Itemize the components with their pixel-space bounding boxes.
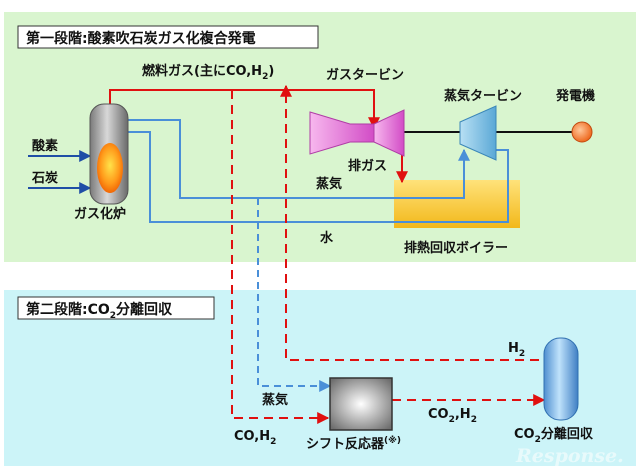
water-label: 水: [320, 230, 334, 246]
coh2-line: [231, 90, 330, 424]
gas-turbine-exit: [373, 109, 405, 157]
stage1-title: 第一段階:酸素吹石炭ガス化複合発電: [26, 30, 256, 47]
h2-return-line: [280, 84, 554, 361]
steam-line: [116, 119, 470, 199]
hrsg-label: 排熱回収ボイラー: [404, 240, 508, 256]
water-line: [124, 131, 509, 223]
generator-icon: [571, 121, 593, 143]
steam-turbine-label: 蒸気タービン: [444, 88, 522, 104]
coh2-label: CO,H2: [234, 429, 276, 447]
hrsg-box: [394, 180, 520, 228]
steam-to-shift-line: [257, 198, 332, 392]
stage2-title: 第二段階:CO2分離回収: [26, 301, 173, 321]
co2-separator-label: CO2分離回収: [514, 426, 594, 445]
shift-reactor-box: [329, 377, 393, 431]
co2h2-label: CO2,H2: [428, 407, 477, 425]
watermark-logo: Response.: [515, 445, 624, 467]
steam-label-lower: 蒸気: [262, 392, 288, 408]
shift-reactor-label: シフト反応器(※): [306, 435, 401, 452]
steam-turbine-icon: [459, 105, 497, 161]
exhaust-gas-label: 排ガス: [348, 158, 387, 174]
fuel-gas-line: [109, 89, 380, 130]
h2-label: H2: [508, 341, 525, 359]
stage2-title-box: [17, 296, 215, 320]
fuel-gas-label: 燃料ガス(主にCO,H2): [142, 63, 274, 82]
coal-label: 石炭: [31, 170, 58, 186]
gasifier-flame: [97, 143, 123, 193]
stage1-title-box: [17, 25, 319, 49]
steam-label-upper: 蒸気: [316, 176, 342, 192]
gasifier-label: ガス化炉: [74, 206, 126, 222]
oxygen-label: 酸素: [32, 138, 58, 154]
gas-turbine-label: ガスタービン: [326, 67, 404, 83]
generator-label: 発電機: [555, 88, 595, 104]
co2-separator-vessel: [543, 337, 579, 421]
